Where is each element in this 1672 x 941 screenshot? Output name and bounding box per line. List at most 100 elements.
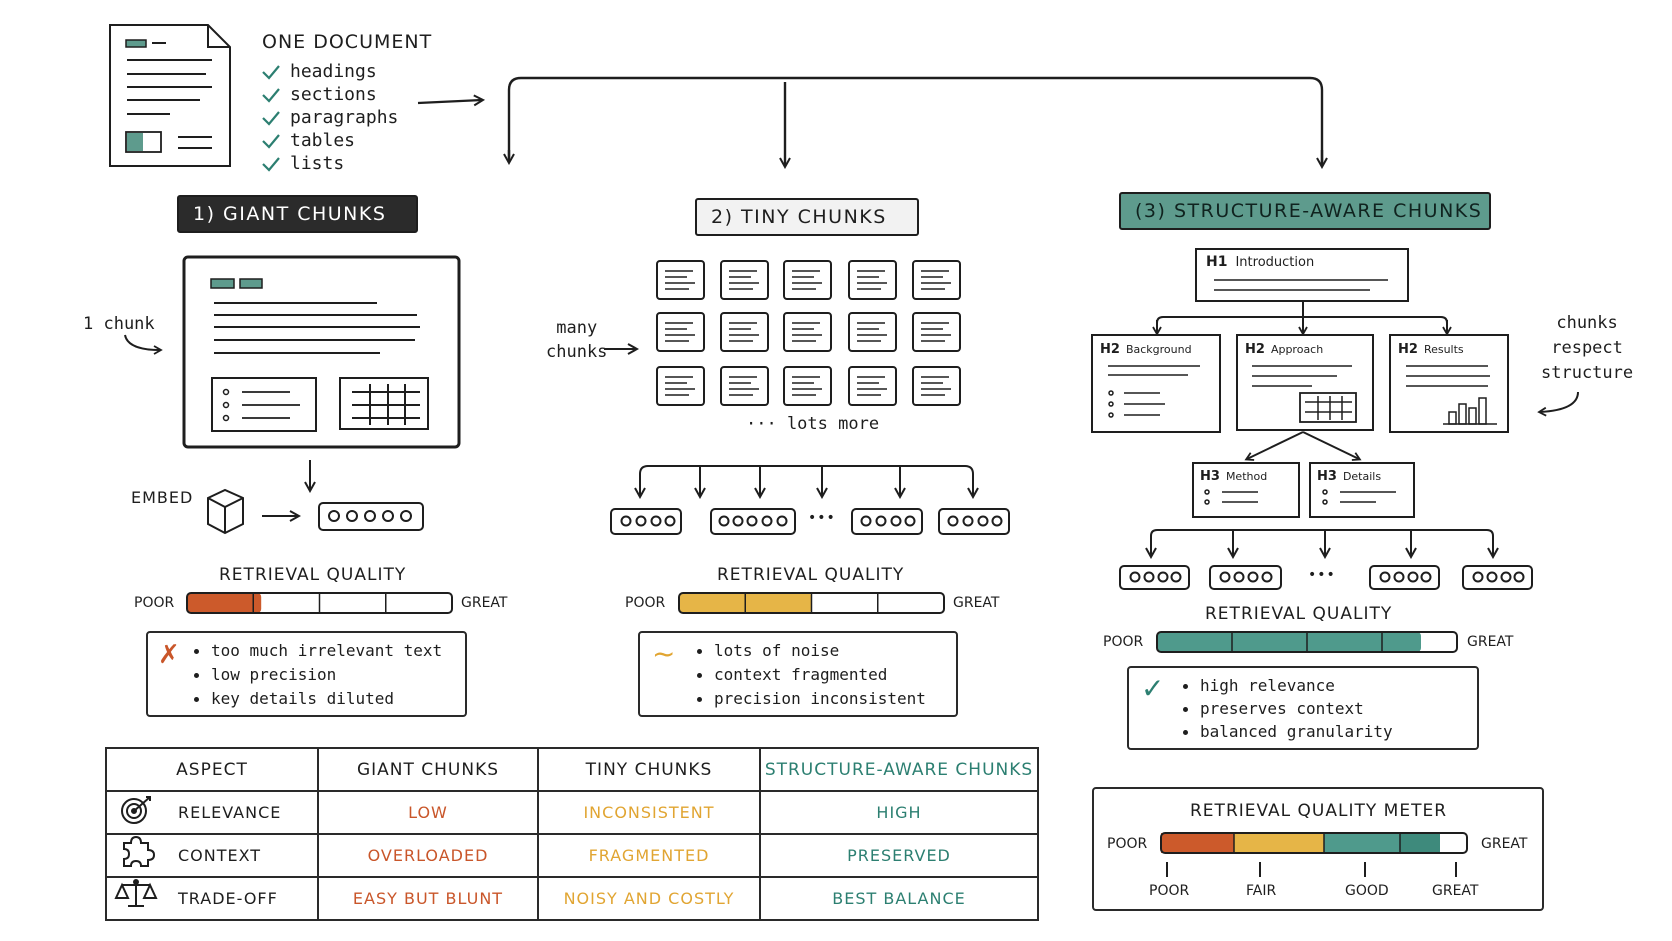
note-item: balanced granularity (1183, 722, 1393, 741)
quality-bar-structure (1156, 631, 1458, 653)
h2-label: H2 Approach (1245, 342, 1323, 357)
embed-label: EMBED (131, 488, 194, 507)
bullet-icon (194, 649, 199, 654)
structure-chunks-title: (3) STRUCTURE-AWARE CHUNKS (1119, 192, 1491, 230)
quality-meter-bar (1160, 832, 1468, 877)
meter-segment (1234, 833, 1324, 853)
tiny-notes: ~ lots of noise context fragmented preci… (638, 631, 958, 717)
tiny-chunks-title: 2) TINY CHUNKS (695, 198, 919, 236)
h2-title: Approach (1270, 343, 1324, 356)
h2-tag: H2 (1245, 342, 1265, 357)
h3-tag: H3 (1317, 469, 1337, 484)
note-text: precision inconsistent (714, 689, 926, 708)
h2-tag: H2 (1100, 342, 1120, 357)
tiny-cell: FRAGMENTED (537, 833, 761, 878)
note-text: key details diluted (211, 689, 395, 708)
meter-tick-label: GOOD (1345, 883, 1389, 899)
tiny-chunk-icon (848, 260, 897, 300)
h3-title: Method (1225, 470, 1268, 483)
side-label-line: structure (1541, 363, 1634, 383)
note-item: key details diluted (194, 689, 394, 708)
curved-arrow-icon (124, 334, 163, 355)
quality-bar-tiny (678, 592, 945, 614)
structure-cell: BEST BALANCE (759, 876, 1039, 921)
meter-tick-label: POOR (1149, 883, 1190, 899)
document-item: tables (290, 130, 356, 151)
tiny-chunk-icon (912, 260, 961, 300)
tiny-chunk-icon (656, 312, 705, 352)
bar-fill (1157, 632, 1421, 652)
document-icon (109, 24, 231, 167)
table-row: RELEVANCE LOW INCONSISTENT HIGH (105, 790, 1039, 835)
note-mark: ✗ (158, 640, 180, 670)
fanout-connector (640, 465, 973, 496)
tiny-chunk-icon (720, 260, 769, 300)
structure-tree (1091, 248, 1509, 518)
h2-title: Background (1125, 343, 1192, 356)
meter-tick-label: FAIR (1246, 883, 1277, 899)
bullet-icon (697, 649, 702, 654)
note-item: preserves context (1183, 699, 1364, 718)
quality-meter: RETRIEVAL QUALITY METER POOR GREAT POOR … (1092, 787, 1544, 911)
note-text: too much irrelevant text (211, 641, 443, 660)
bar-fill (187, 593, 262, 613)
h3-title: Details (1342, 470, 1382, 483)
tiny-chunk-icon (848, 366, 897, 406)
tiny-chunk-icon (720, 366, 769, 406)
tiny-chunks-grid (656, 260, 961, 406)
note-text: high relevance (1200, 676, 1335, 695)
h2-title: Results (1423, 343, 1464, 356)
tiny-cell: INCONSISTENT (537, 790, 761, 835)
side-label-line: chunks (1556, 313, 1618, 333)
h2-tag: H2 (1398, 342, 1418, 357)
scale-low: POOR (134, 595, 175, 611)
side-label-line: respect (1551, 338, 1623, 358)
scale-low: POOR (1103, 634, 1144, 650)
fanout-connector (1151, 529, 1493, 556)
giant-chunk-icon (182, 255, 461, 449)
tiny-chunk-icon (848, 312, 897, 352)
document-item: lists (290, 153, 345, 174)
chunks-label: chunks (546, 342, 608, 362)
header-structure: STRUCTURE-AWARE CHUNKS (759, 747, 1039, 792)
giant-cell: EASY BUT BLUNT (317, 876, 539, 921)
document-item: paragraphs (290, 107, 399, 128)
giant-notes: ✗ too much irrelevant text low precision… (146, 631, 467, 717)
bar-outline (1156, 631, 1458, 653)
comparison-table: ASPECT GIANT CHUNKS TINY CHUNKS STRUCTUR… (105, 747, 1039, 921)
meter-tick-label: GREAT (1432, 883, 1479, 899)
tiny-chunk-icon (912, 312, 961, 352)
tiny-cell: NOISY AND COSTLY (537, 876, 761, 921)
tiny-chunk-icon (783, 366, 832, 406)
quality-bar-giant (186, 592, 453, 614)
header-giant: GIANT CHUNKS (317, 747, 539, 792)
quality-title: RETRIEVAL QUALITY (717, 565, 905, 585)
document-title: ONE DOCUMENT (262, 31, 433, 53)
bar-outline (186, 592, 453, 614)
giant-cell: LOW (317, 790, 539, 835)
bullet-icon (697, 673, 702, 678)
table-row: CONTEXT OVERLOADED FRAGMENTED PRESERVED (105, 833, 1039, 878)
scale-low: POOR (625, 595, 666, 611)
tiny-chunk-icon (783, 312, 832, 352)
branch-connector (509, 76, 1322, 166)
table-row: TRADE-OFF EASY BUT BLUNT NOISY AND COSTL… (105, 876, 1039, 921)
table-header-row: ASPECT GIANT CHUNKS TINY CHUNKS STRUCTUR… (105, 747, 1039, 792)
bar-outline (678, 592, 945, 614)
structure-vectors (1119, 565, 1533, 590)
bullet-icon (1183, 707, 1188, 712)
note-item: lots of noise (697, 641, 839, 660)
note-item: precision inconsistent (697, 689, 926, 708)
scale-high: GREAT (953, 595, 1000, 611)
bullet-icon (194, 697, 199, 702)
quality-title: RETRIEVAL QUALITY (219, 565, 407, 585)
h3-label: H3 Details (1317, 469, 1381, 484)
tiny-chunk-icon (656, 366, 705, 406)
meter-outline (1160, 832, 1468, 854)
document-item: headings (290, 61, 377, 82)
one-chunk-label: 1 chunk (83, 314, 155, 334)
ellipsis: ••• (1308, 567, 1336, 583)
bullet-icon (194, 673, 199, 678)
